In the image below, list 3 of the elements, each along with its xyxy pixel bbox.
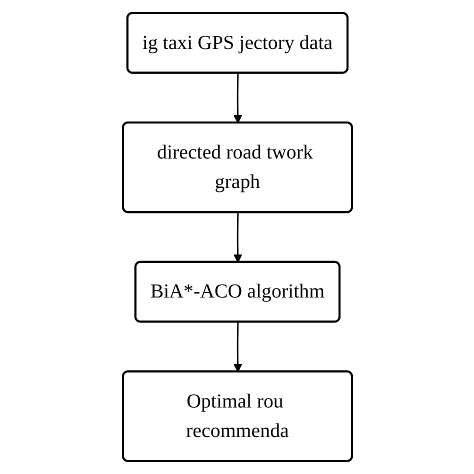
arrow bbox=[232, 73, 242, 124]
arrow bbox=[232, 212, 242, 263]
arrow bbox=[232, 322, 242, 372]
